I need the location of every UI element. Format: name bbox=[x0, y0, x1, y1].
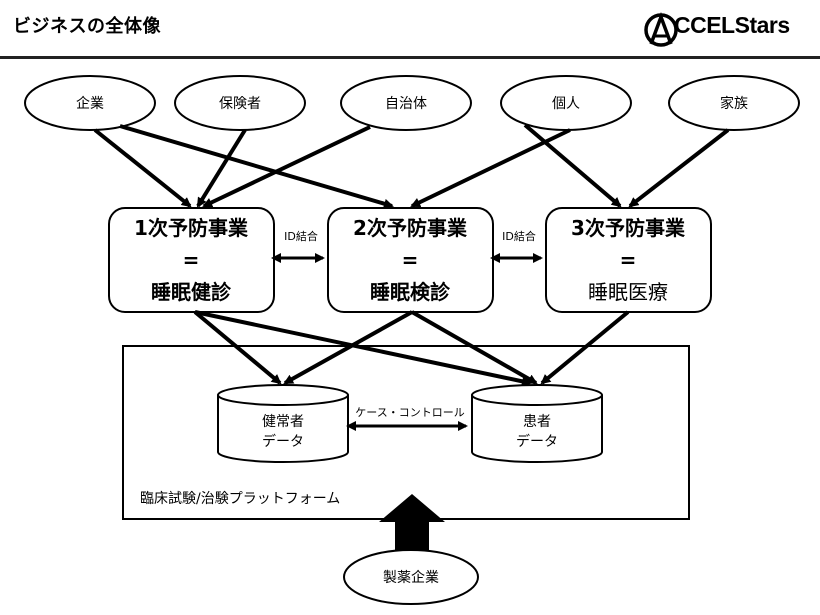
stage-3-name: 睡眠医療 bbox=[588, 280, 668, 304]
stage-2-equals: = bbox=[401, 248, 419, 272]
stakeholder-oval bbox=[668, 75, 800, 131]
stage-1-name: 睡眠健診 bbox=[151, 280, 231, 304]
healthy-data-line1: 健常者 bbox=[262, 414, 304, 430]
pharma-label: 製薬企業 bbox=[383, 570, 439, 586]
stage-1-equals: = bbox=[182, 248, 200, 272]
logo-text: CCELStars bbox=[674, 12, 790, 38]
pharma-up-arrow bbox=[379, 494, 445, 553]
stage-3-equals: = bbox=[619, 248, 637, 272]
pharma-oval bbox=[343, 549, 479, 605]
stage-2-name: 睡眠検診 bbox=[370, 280, 450, 304]
id-link-label-2: ID結合 bbox=[502, 230, 536, 243]
header-divider bbox=[0, 56, 820, 59]
stakeholder-arrows bbox=[93, 123, 730, 209]
stakeholder-oval bbox=[340, 75, 472, 131]
stage-arrows bbox=[193, 310, 630, 387]
stage-2-title: 2次予防事業 bbox=[353, 216, 467, 240]
stage-2-text: 2次予防事業 = 睡眠検診 bbox=[327, 212, 493, 308]
stakeholder-oval bbox=[24, 75, 156, 131]
stage-box-3 bbox=[545, 207, 712, 313]
stakeholder-oval bbox=[174, 75, 306, 131]
stakeholder-label-company: 企業 bbox=[76, 96, 104, 112]
stage-1-title: 1次予防事業 bbox=[134, 216, 248, 240]
stakeholder-label-municipality: 自治体 bbox=[385, 96, 427, 112]
stakeholder-label-family: 家族 bbox=[720, 96, 748, 112]
patient-data-line1: 患者 bbox=[523, 414, 551, 430]
id-link-label-1: ID結合 bbox=[284, 230, 318, 243]
healthy-data-line2: データ bbox=[262, 434, 304, 450]
page-title: ビジネスの全体像 bbox=[13, 16, 161, 37]
stakeholder-label-insurer: 保険者 bbox=[219, 96, 261, 112]
accelstars-logo bbox=[644, 11, 678, 47]
stakeholder-label-individual: 個人 bbox=[552, 96, 580, 112]
healthy-data-cylinder bbox=[217, 384, 349, 463]
stage-3-text: 3次予防事業 = 睡眠医療 bbox=[545, 212, 711, 308]
platform-label: 臨床試験/治験プラットフォーム bbox=[140, 491, 341, 507]
stage-1-text: 1次予防事業 = 睡眠健診 bbox=[108, 212, 274, 308]
patient-data-cylinder bbox=[471, 384, 603, 463]
case-control-label: ケース・コントロール bbox=[355, 406, 465, 419]
stage-3-title: 3次予防事業 bbox=[571, 216, 685, 240]
healthy-data-label: 健常者 データ bbox=[262, 412, 304, 452]
patient-data-label: 患者 データ bbox=[516, 412, 558, 452]
patient-data-line2: データ bbox=[516, 434, 558, 450]
